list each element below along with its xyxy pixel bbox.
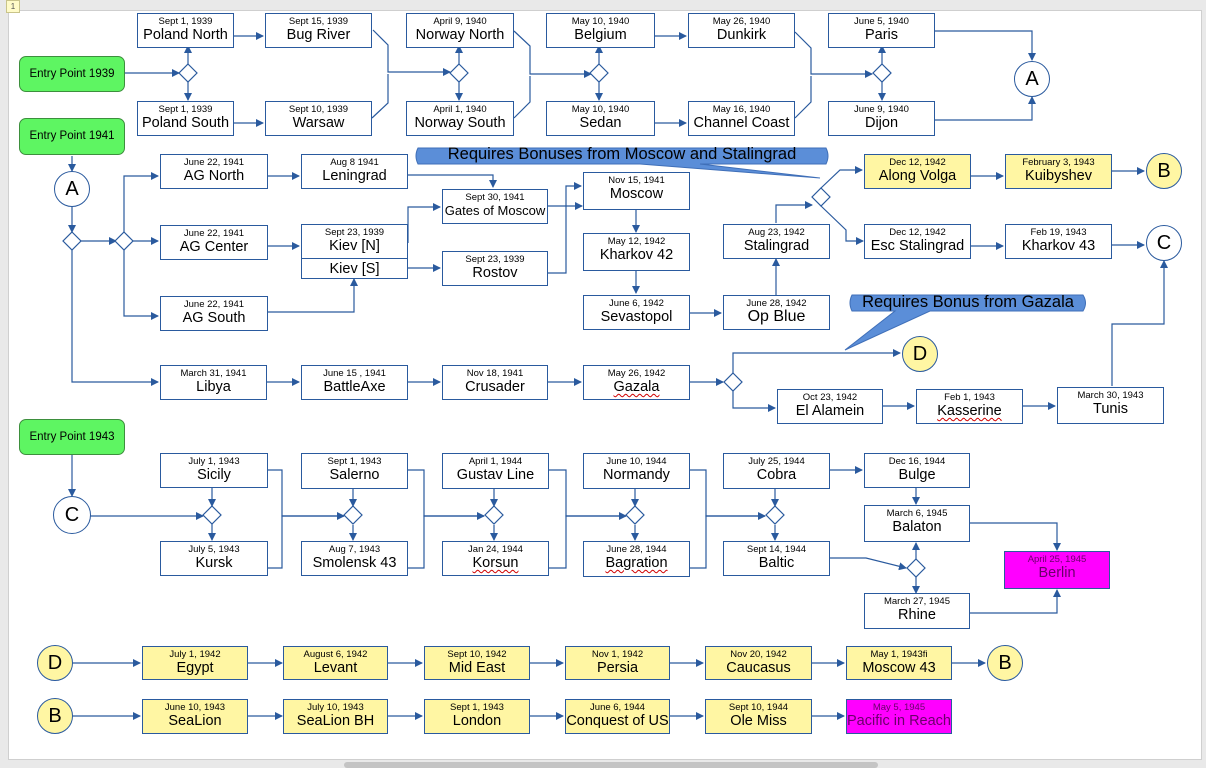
decision-diamond: [906, 558, 926, 578]
decision-diamond: [178, 63, 198, 83]
marker-b[interactable]: B: [37, 698, 73, 734]
marker-a[interactable]: A: [1014, 61, 1050, 97]
callout-bubble-moscow-stalingrad: [415, 147, 829, 179]
page-marker: 1: [6, 0, 20, 13]
decision-diamond: [343, 505, 363, 525]
marker-c[interactable]: C: [1146, 225, 1182, 261]
decision-diamond: [765, 505, 785, 525]
decision-diamond: [114, 231, 134, 251]
decision-diamond: [723, 372, 743, 392]
decision-diamond: [202, 505, 222, 525]
callout-bubble-gazala: [844, 294, 1086, 351]
marker-d[interactable]: D: [37, 645, 73, 681]
marker-b[interactable]: B: [1146, 153, 1182, 189]
marker-d[interactable]: D: [902, 336, 938, 372]
decision-diamond: [811, 187, 831, 207]
decision-diamond: [872, 63, 892, 83]
decision-diamond: [449, 63, 469, 83]
decision-diamond: [589, 63, 609, 83]
callout-moscow-stalingrad: Requires Bonuses from Moscow and Staling…: [447, 145, 797, 163]
horizontal-scrollbar[interactable]: [344, 762, 878, 768]
marker-b[interactable]: B: [987, 645, 1023, 681]
decision-diamond: [484, 505, 504, 525]
node-kiev-s[interactable]: Kiev [S]: [301, 258, 408, 279]
marker-c[interactable]: C: [53, 496, 91, 534]
decision-diamond: [625, 505, 645, 525]
decision-diamond: [62, 231, 82, 251]
marker-a[interactable]: A: [54, 171, 90, 207]
entry-point-1941[interactable]: Entry Point 1941: [19, 118, 125, 155]
entry-point-1939[interactable]: Entry Point 1939: [19, 56, 125, 92]
entry-point-1943[interactable]: Entry Point 1943: [19, 419, 125, 455]
callout-gazala: Requires Bonus from Gazala: [862, 293, 1074, 311]
